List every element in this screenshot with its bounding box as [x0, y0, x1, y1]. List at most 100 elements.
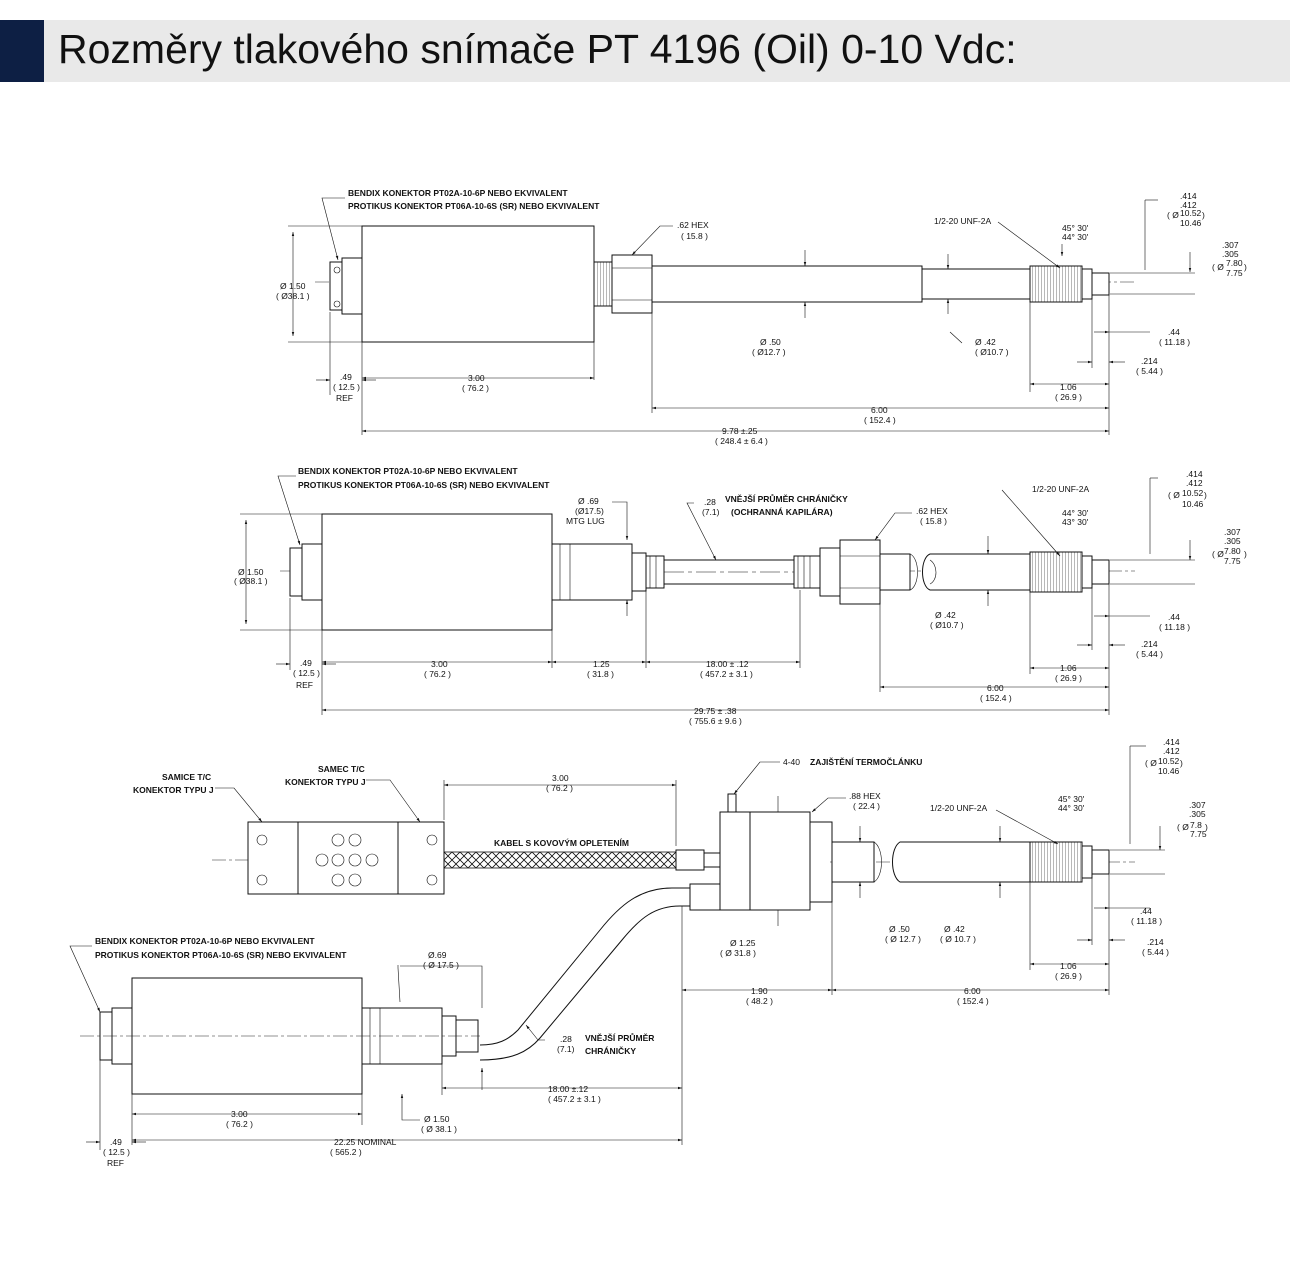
dimension-label: 22.25 NOMINAL [334, 1137, 397, 1147]
dimension-label: Ø 1.50 [238, 567, 264, 577]
dimension-label: 10.46 [1158, 766, 1180, 776]
dimension-label: ( Ø [1212, 549, 1224, 559]
dimension-label: Ø 1.25 [730, 938, 756, 948]
dimension-label: 44° 30' [1058, 803, 1085, 813]
dimension-label: KONEKTOR TYPU J [285, 777, 366, 787]
dimension-label: .414 [1163, 737, 1180, 747]
dimension-label: ) [1244, 262, 1247, 272]
dimension-label: .412 [1180, 200, 1197, 210]
dimension-label: (OCHRANNÁ KAPILÁRA) [731, 507, 833, 517]
dimension-label: .62 HEX [677, 220, 709, 230]
dimension-label: .414 [1186, 469, 1203, 479]
dimension-label: 1.06 [1060, 961, 1077, 971]
header-bar [0, 20, 1290, 82]
dimension-label: Ø .42 [944, 924, 965, 934]
dimension-label: .62 HEX [916, 506, 948, 516]
dimension-label: ( 48.2 ) [746, 996, 773, 1006]
dimension-label: .49 [340, 372, 352, 382]
dimension-label: ( 76.2 ) [424, 669, 451, 679]
dimension-label: ( Ø10.7 ) [930, 620, 964, 630]
dimension-label: 1.06 [1060, 663, 1077, 673]
dimension-label: 7.75 [1226, 268, 1243, 278]
dimension-label: Ø .42 [975, 337, 996, 347]
dimension-label: ( 152.4 ) [980, 693, 1012, 703]
dimension-label: ( 248.4 ± 6.4 ) [715, 436, 768, 446]
dimension-label: ZAJIŠTĚNÍ TERMOČLÁNKU [810, 756, 922, 767]
dimension-label: 10.52 [1158, 756, 1180, 766]
dimension-label: .44 [1168, 327, 1180, 337]
view-3: SAMICE T/C KONEKTOR TYPU J SAMEC T/C KON… [69, 737, 1208, 1168]
dimension-label: SAMEC T/C [318, 764, 365, 774]
dimension-label: .28 [704, 497, 716, 507]
dimension-label: ( 26.9 ) [1055, 971, 1082, 981]
dimension-label: VNĚJŠÍ PRŮMĚR [585, 1032, 654, 1043]
dimension-label: ( Ø 31.8 ) [720, 948, 756, 958]
dimension-label: ( 76.2 ) [462, 383, 489, 393]
dimension-label: (7.1) [557, 1044, 575, 1054]
dimension-label: ( Ø 10.7 ) [940, 934, 976, 944]
dimension-label: 3.00 [231, 1109, 248, 1119]
dimension-label: 7.75 [1224, 556, 1241, 566]
dimension-label: ( 152.4 ) [957, 996, 989, 1006]
dimension-label: ( 22.4 ) [853, 801, 880, 811]
dimension-label: ( Ø12.7 ) [752, 347, 786, 357]
dimension-label: BENDIX KONEKTOR PT02A-10-6P NEBO EKVIVAL… [95, 936, 315, 946]
dimension-label: .305 [1189, 809, 1206, 819]
dimension-label: ( Ø 17.5 ) [423, 960, 459, 970]
dimension-label: 10.46 [1182, 499, 1204, 509]
header-accent [0, 20, 44, 82]
dimension-label: ( 5.44 ) [1136, 366, 1163, 376]
dimension-label: PROTIKUS KONEKTOR PT06A-10-6S (SR) NEBO … [298, 480, 550, 490]
dimension-label: Ø .69 [578, 496, 599, 506]
dimension-label: .49 [300, 658, 312, 668]
dimension-label: 18.00 ±.12 [548, 1084, 588, 1094]
dimension-label: Ø .50 [760, 337, 781, 347]
dimension-label: ( Ø38.1 ) [234, 576, 268, 586]
dimension-label: SAMICE T/C [162, 772, 211, 782]
dimension-label: VNĚJŠÍ PRŮMĚR CHRÁNIČKY [725, 493, 848, 504]
dimension-label: PROTIKUS KONEKTOR PT06A-10-6S (SR) NEBO … [95, 950, 347, 960]
dimension-label: ( 15.8 ) [681, 231, 708, 241]
dimension-label: ( 76.2 ) [226, 1119, 253, 1129]
dimension-label: ( 457.2 ± 3.1 ) [700, 669, 753, 679]
dimension-label: .305 [1222, 249, 1239, 259]
dimension-label: BENDIX KONEKTOR PT02A-10-6P NEBO EKVIVAL… [348, 188, 568, 198]
dimension-label: 45° 30' [1058, 794, 1085, 804]
dimension-label: 44° 30' [1062, 232, 1089, 242]
dimension-label: ( Ø10.7 ) [975, 347, 1009, 357]
dimension-label: .414 [1180, 191, 1197, 201]
view-2: BENDIX KONEKTOR PT02A-10-6P NEBO EKVIVAL… [234, 466, 1247, 726]
dimension-label: .307 [1189, 800, 1206, 810]
view-1: BENDIX KONEKTOR PT02A-10-6P NEBO EKVIVAL… [276, 188, 1247, 446]
dimension-label: 6.00 [871, 405, 888, 415]
dimension-label: ( 565.2 ) [330, 1147, 362, 1157]
dimension-label: (Ø17.5) [575, 506, 604, 516]
dimension-label: KONEKTOR TYPU J [133, 785, 214, 795]
dimension-label: ( Ø [1167, 210, 1179, 220]
dimension-label: ( Ø 12.7 ) [885, 934, 921, 944]
dimension-label: 43° 30' [1062, 517, 1089, 527]
dimension-label: ( Ø [1177, 822, 1189, 832]
dimension-label: 18.00 ± .12 [706, 659, 749, 669]
dimension-label: 1/2-20 UNF-2A [1032, 484, 1089, 494]
dimension-label: ( 26.9 ) [1055, 673, 1082, 683]
dimension-label: (7.1) [702, 507, 720, 517]
dimension-label: ) [1244, 549, 1247, 559]
page-title: Rozměry tlakového snímače PT 4196 (Oil) … [58, 26, 1017, 72]
dimension-label: ) [1204, 490, 1207, 500]
dimension-label: .28 [560, 1034, 572, 1044]
dimension-label: 1.06 [1060, 382, 1077, 392]
dimension-label: ( Ø [1168, 490, 1180, 500]
dimension-label: 4-40 [783, 757, 800, 767]
dimension-label: REF [336, 393, 353, 403]
dimension-label: Ø.69 [428, 950, 447, 960]
dimension-label: REF [107, 1158, 124, 1168]
dimension-label: ( Ø [1145, 758, 1157, 768]
dimension-label: .214 [1147, 937, 1164, 947]
dimension-label: .49 [110, 1137, 122, 1147]
dimension-label: 45° 30' [1062, 223, 1089, 233]
dimension-label: ( 5.44 ) [1142, 947, 1169, 957]
dimension-label: .412 [1186, 478, 1203, 488]
dimension-label: 1/2-20 UNF-2A [934, 216, 991, 226]
